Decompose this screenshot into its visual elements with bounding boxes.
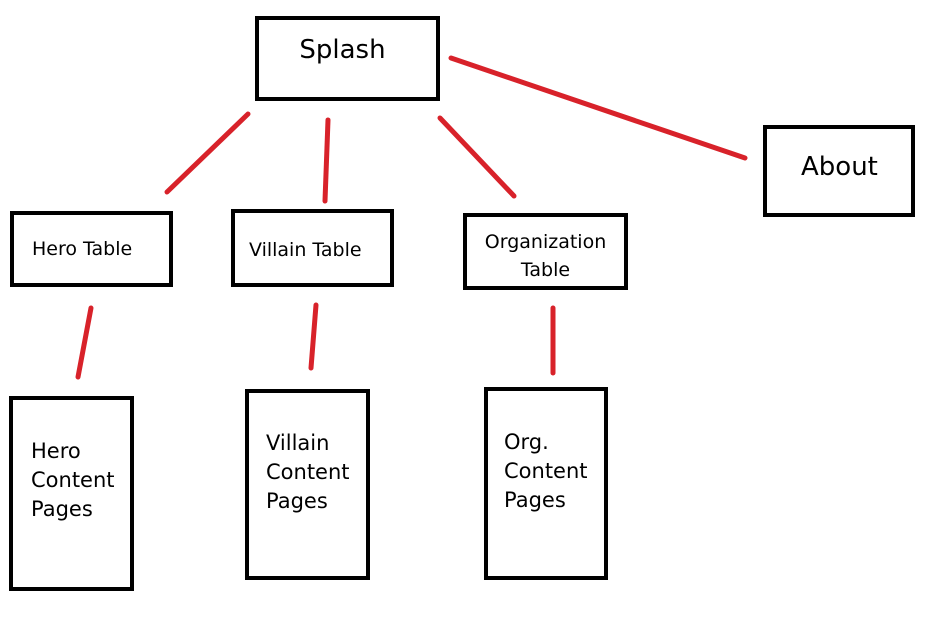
org-content-pages-label: Org. Content Pages — [504, 430, 588, 512]
org-content-pages-node: Org. Content Pages — [484, 387, 608, 580]
about-node: About — [763, 125, 915, 217]
villain-table-node: Villain Table — [231, 209, 394, 287]
about-label: About — [801, 152, 878, 182]
edge-splash-to-villain-table — [322, 117, 331, 204]
organization-table-node: Organization Table — [463, 213, 628, 290]
hero-content-pages-node: Hero Content Pages — [9, 396, 134, 591]
edge-villain-table-to-villain-content-pages — [308, 302, 319, 371]
splash-label: Splash — [299, 35, 386, 65]
hero-content-pages-label: Hero Content Pages — [31, 439, 115, 521]
hero-table-node: Hero Table — [10, 211, 173, 287]
edge-splash-to-about — [448, 55, 748, 161]
hero-table-label: Hero Table — [32, 238, 133, 260]
edge-splash-to-organization-table — [437, 115, 517, 199]
villain-table-label: Villain Table — [249, 239, 362, 261]
edge-splash-to-hero-table — [164, 111, 251, 195]
splash-node: Splash — [255, 16, 440, 101]
villain-content-pages-node: Villain Content Pages — [245, 389, 370, 580]
organization-table-label: Organization Table — [484, 231, 607, 281]
villain-content-pages-label: Villain Content Pages — [266, 431, 350, 513]
edge-hero-table-to-hero-content-pages — [75, 305, 94, 380]
